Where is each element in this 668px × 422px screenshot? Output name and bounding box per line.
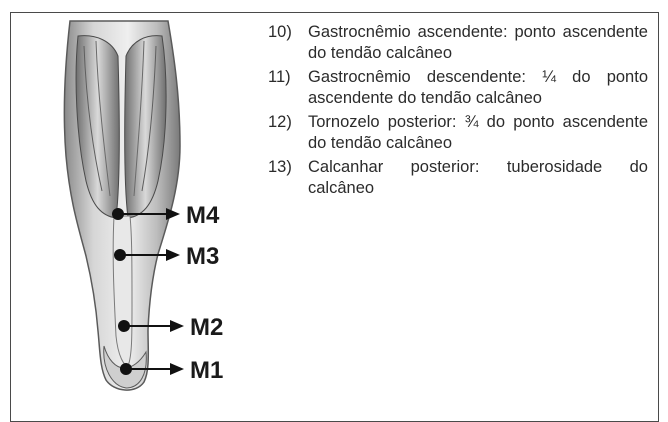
list-item-text: Tornozelo posterior: ¾ do ponto ascenden… — [308, 113, 648, 152]
heel — [103, 345, 147, 389]
marker-m4: M4 — [112, 202, 220, 229]
marker-label-m3: M3 — [186, 243, 219, 270]
list-item-number: 13) — [268, 158, 292, 176]
marker-label-m2: M2 — [190, 314, 223, 341]
marker-label-m1: M1 — [190, 357, 223, 384]
list-item: 13) Calcanhar posterior: tuberosidade do… — [268, 157, 648, 199]
list-item-number: 12) — [268, 113, 292, 131]
list-item: 10) Gastrocnêmio ascendente: ponto ascen… — [268, 22, 648, 64]
list-item: 12) Tornozelo posterior: ¾ do ponto asce… — [268, 112, 648, 154]
marker-m2: M2 — [118, 314, 223, 341]
list-item-text: Calcanhar posterior: tuberosidade do cal… — [308, 158, 648, 197]
list-item-number: 11) — [268, 68, 291, 86]
list-item: 11) Gastrocnêmio descendente: ¼ do ponto… — [268, 67, 648, 109]
leg-figure: M4 M3 M2 M1 — [40, 16, 270, 406]
measurement-points-list: 10) Gastrocnêmio ascendente: ponto ascen… — [268, 22, 648, 202]
list-item-text: Gastrocnêmio ascendente: ponto ascendent… — [308, 23, 648, 62]
marker-m3: M3 — [114, 243, 219, 270]
list-item-text: Gastrocnêmio descendente: ¼ do ponto asc… — [308, 68, 648, 107]
list-item-number: 10) — [268, 23, 292, 41]
marker-m1: M1 — [120, 357, 223, 384]
marker-label-m4: M4 — [186, 202, 220, 229]
leg-illustration: M4 M3 M2 M1 — [63, 20, 223, 391]
